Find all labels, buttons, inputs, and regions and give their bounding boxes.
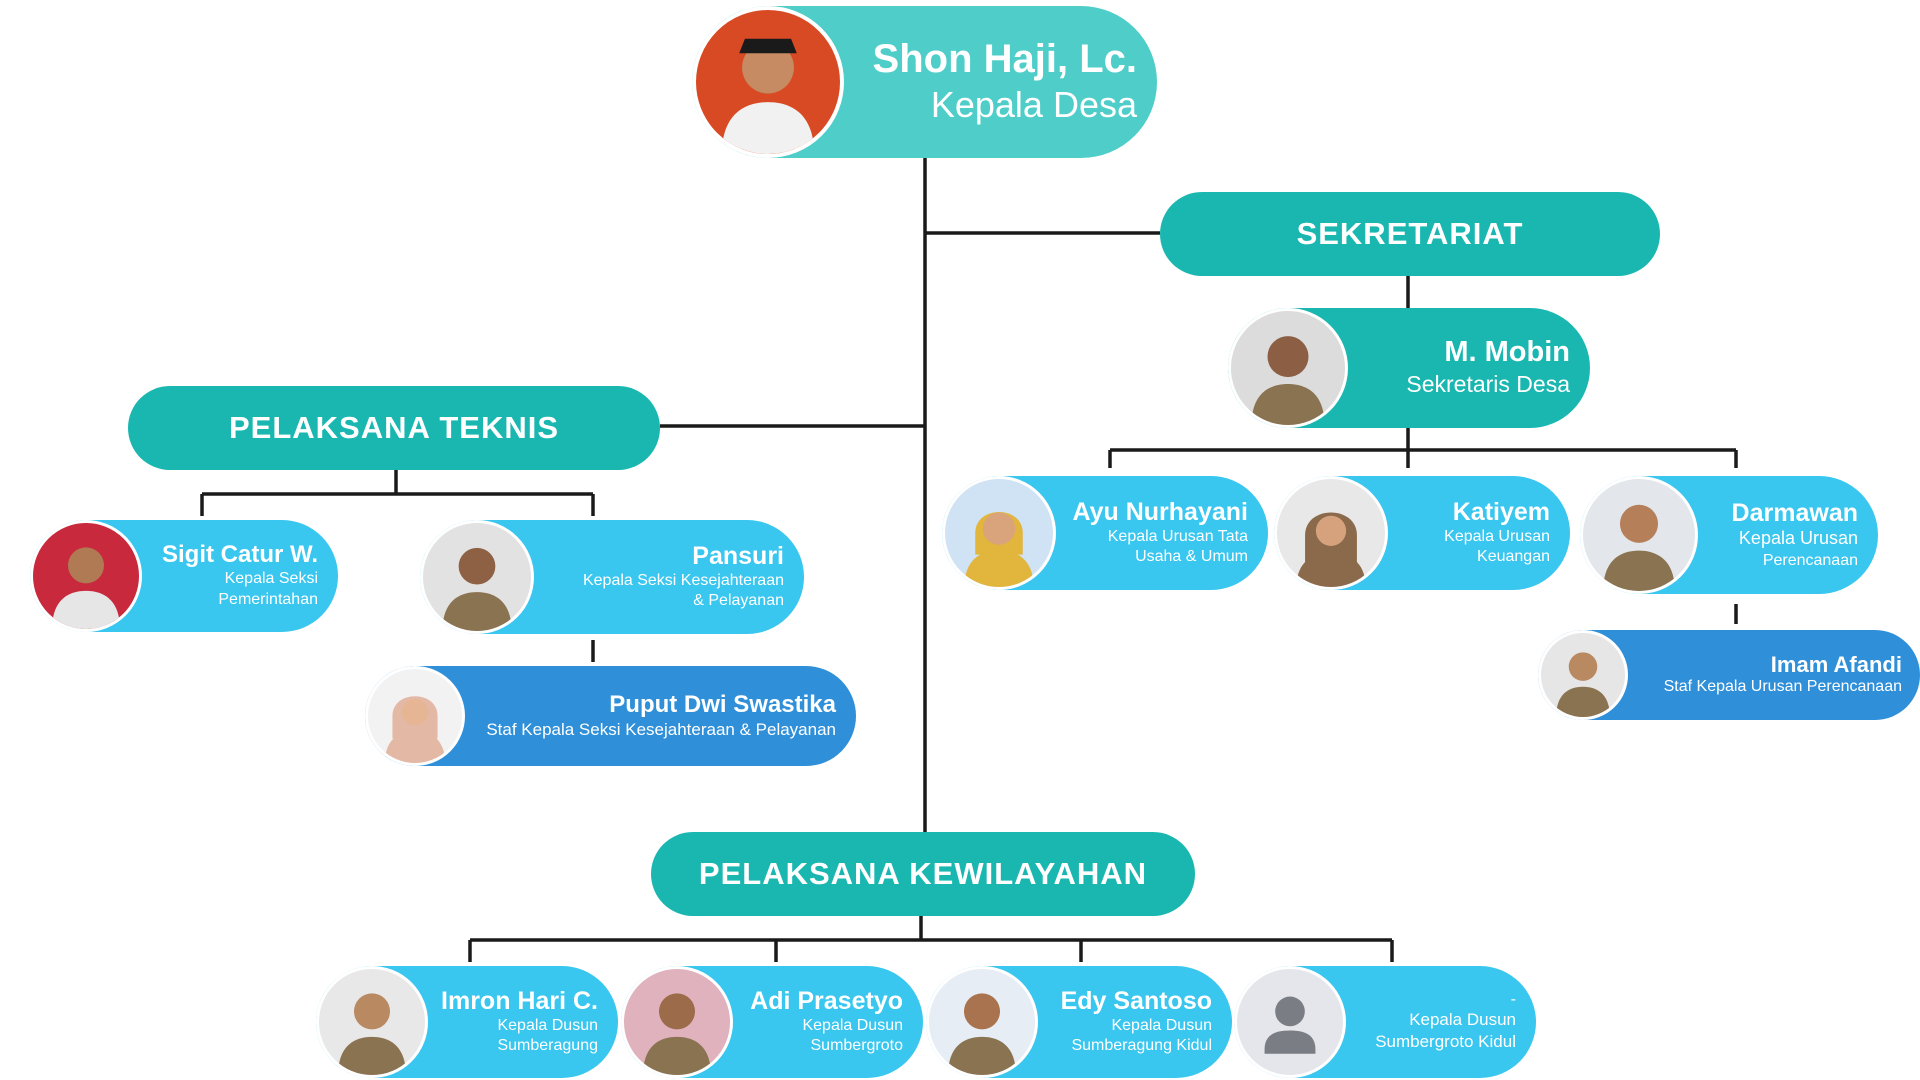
kepala-desa-role: Kepala Desa	[930, 83, 1137, 125]
person-icon	[964, 511, 1034, 587]
kepala-desa-name: Shon Haji, Lc.	[872, 36, 1137, 81]
kadus-photo	[316, 966, 428, 1078]
kadus-name: Adi Prasetyo	[750, 986, 903, 1015]
person-icon	[1603, 504, 1675, 591]
staf-perencanaan-card: Imam Afandi Staf Kepala Urusan Perencana…	[1538, 630, 1920, 720]
kaur-name: Ayu Nurhayani	[1072, 497, 1248, 526]
kasi-role: Kepala Seksi Kesejahteraan& Pelayanan	[582, 571, 784, 610]
kaur-name: Darmawan	[1731, 498, 1858, 527]
section-pelaksana-kewilayahan: PELAKSANA KEWILAYAHAN	[651, 832, 1195, 916]
kadus-name: Edy Santoso	[1060, 986, 1212, 1015]
sekretaris-role: Sekretaris Desa	[1406, 370, 1570, 397]
person-icon	[52, 547, 120, 629]
kaur-photo	[942, 476, 1056, 590]
kadus-photo-placeholder	[1234, 966, 1346, 1078]
section-sekretariat: SEKRETARIAT	[1160, 192, 1660, 276]
staf-perencanaan-photo	[1538, 630, 1628, 720]
kaur-photo	[1580, 476, 1698, 594]
staf-kesejahteraan-card: Puput Dwi Swastika Staf Kepala Seksi Kes…	[365, 666, 856, 766]
kaur-name: Katiyem	[1452, 497, 1550, 526]
person-icon	[1556, 652, 1610, 717]
kasi-card: Pansuri Kepala Seksi Kesejahteraan& Pela…	[420, 520, 804, 634]
kasi-photo	[30, 520, 142, 632]
person-icon	[442, 547, 512, 631]
staf-perencanaan-role: Staf Kepala Urusan Perencanaan	[1663, 678, 1902, 696]
staf-kesejahteraan-role: Staf Kepala Seksi Kesejahteraan & Pelaya…	[486, 719, 836, 739]
sekretaris-name: M. Mobin	[1444, 336, 1570, 369]
section-pelaksana-teknis: PELAKSANA TEKNIS	[128, 386, 660, 470]
staf-kesejahteraan-photo	[365, 666, 465, 766]
person-icon	[721, 38, 815, 154]
staf-perencanaan-name: Imam Afandi	[1770, 651, 1902, 677]
user-placeholder-icon	[1264, 996, 1316, 1054]
kasi-photo	[420, 520, 534, 634]
kepala-desa-photo	[692, 6, 844, 158]
sekretaris-card: M. Mobin Sekretaris Desa	[1228, 308, 1590, 428]
person-icon	[384, 696, 446, 763]
kadus-photo	[621, 966, 733, 1078]
kadus-photo	[926, 966, 1038, 1078]
kasi-name: Pansuri	[692, 541, 784, 570]
person-icon	[1251, 336, 1325, 425]
kadus-name: -	[1510, 990, 1516, 1008]
kadus-name: Imron Hari C.	[441, 986, 598, 1015]
kaur-photo	[1274, 476, 1388, 590]
staf-kesejahteraan-name: Puput Dwi Swastika	[609, 691, 836, 719]
kepala-desa-card: Shon Haji, Lc. Kepala Desa	[692, 6, 1157, 158]
person-icon	[643, 993, 711, 1075]
person-icon	[1296, 512, 1366, 587]
person-icon	[948, 993, 1016, 1075]
person-icon	[338, 993, 406, 1075]
sekretaris-photo	[1228, 308, 1348, 428]
kasi-name: Sigit Catur W.	[162, 541, 318, 569]
